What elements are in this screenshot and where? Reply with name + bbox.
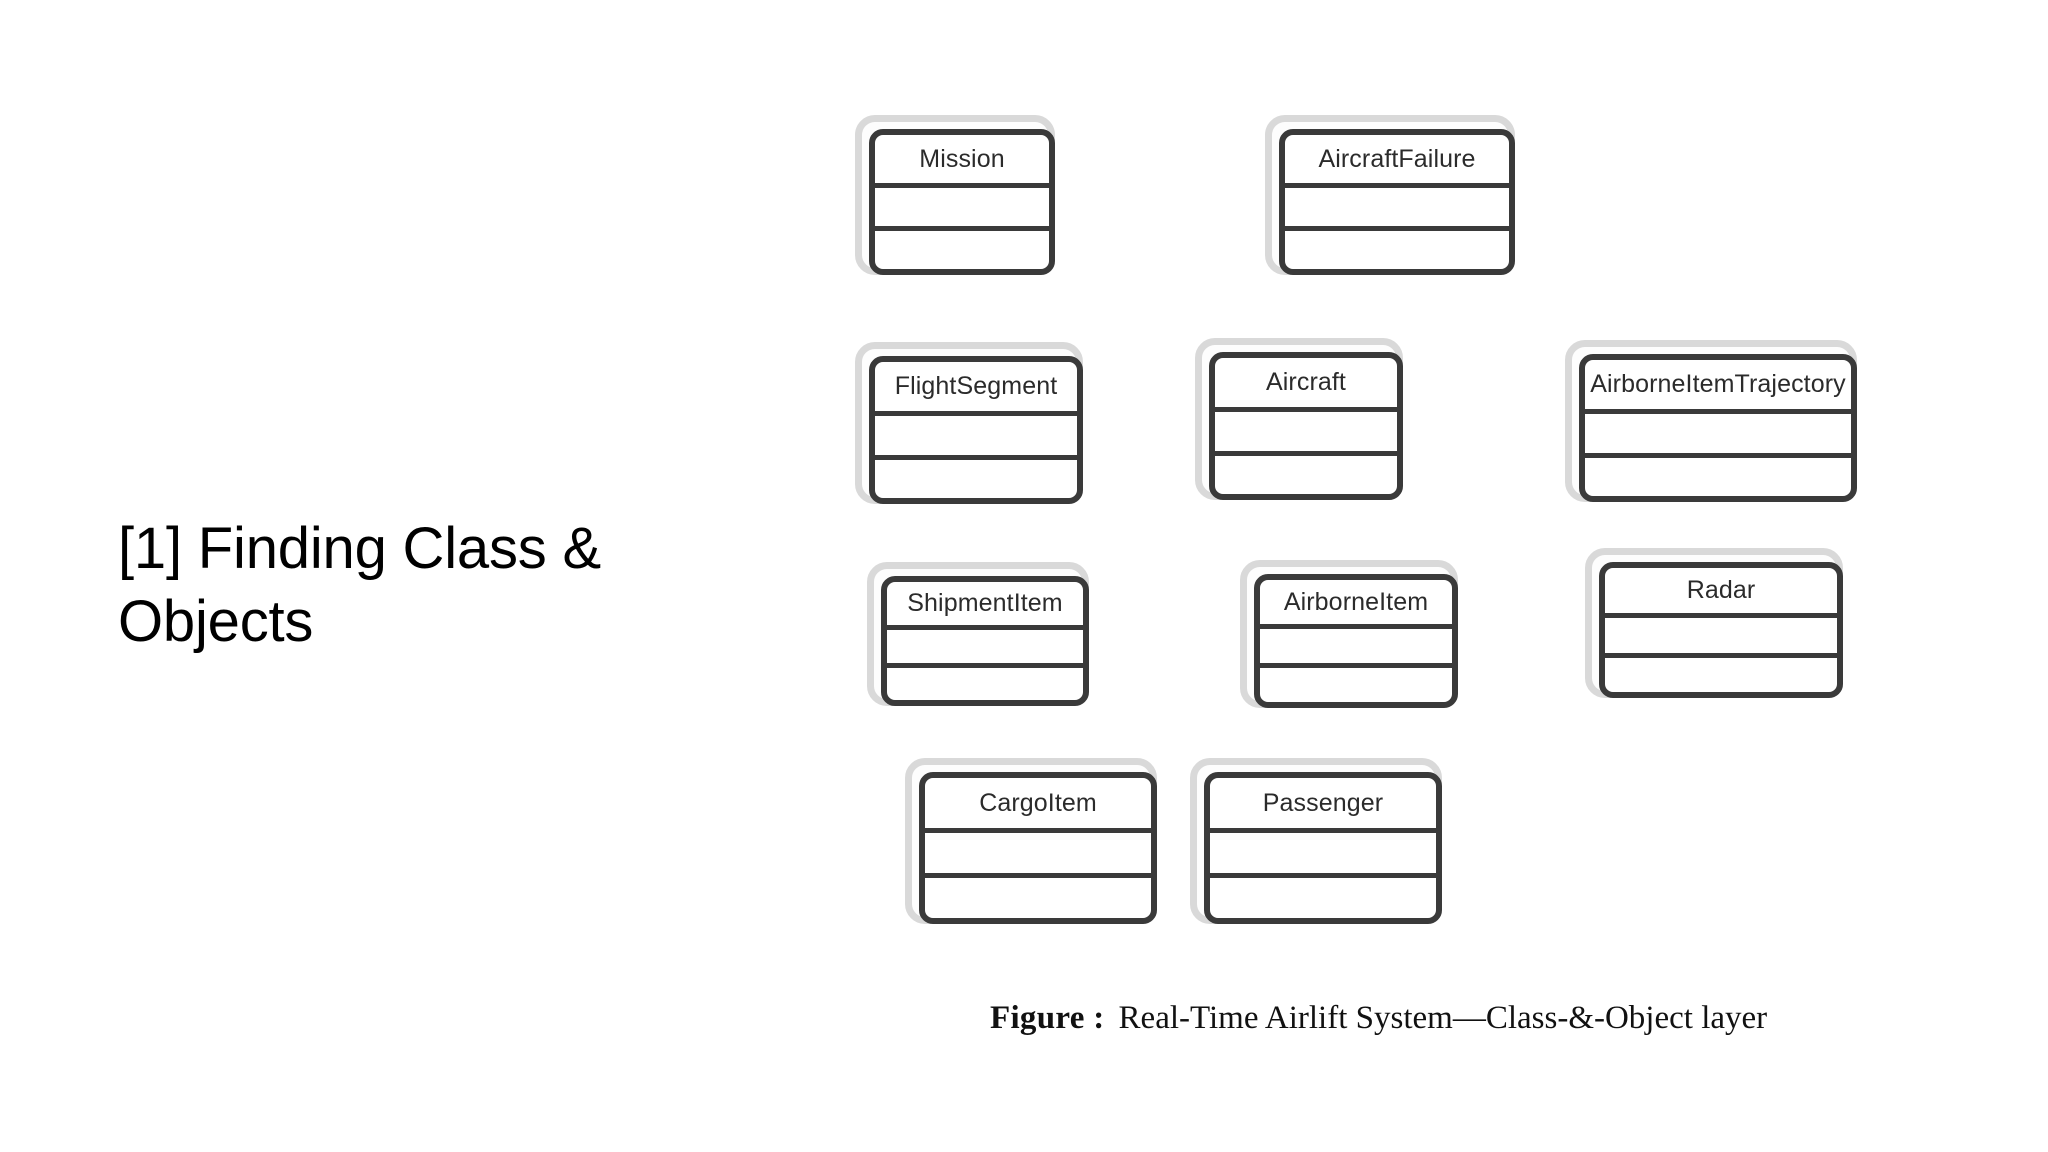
class-services-compartment — [1605, 658, 1837, 693]
class-attributes-compartment — [875, 188, 1049, 231]
figure-caption: Figure : Real-Time Airlift System—Class-&… — [990, 1000, 1767, 1037]
class-box-body: ShipmentItem — [881, 576, 1089, 706]
class-services-compartment — [1260, 668, 1452, 702]
class-box-passenger[interactable]: Passenger — [1190, 758, 1442, 924]
class-name: AirborneItem — [1260, 580, 1452, 629]
class-name: CargoItem — [925, 778, 1151, 833]
class-box-body: AirborneItemTrajectory — [1579, 354, 1857, 502]
class-name: AirborneItemTrajectory — [1585, 360, 1851, 414]
class-services-compartment — [925, 878, 1151, 918]
class-attributes-compartment — [875, 416, 1077, 460]
class-box-cargoitem[interactable]: CargoItem — [905, 758, 1157, 924]
class-name: FlightSegment — [875, 362, 1077, 416]
figure-caption-label: Figure : — [990, 1000, 1105, 1036]
class-attributes-compartment — [1215, 412, 1397, 456]
class-box-body: AircraftFailure — [1279, 129, 1515, 275]
class-services-compartment — [1215, 456, 1397, 495]
class-name: Passenger — [1210, 778, 1436, 833]
class-services-compartment — [887, 668, 1083, 701]
class-name: Aircraft — [1215, 358, 1397, 412]
class-attributes-compartment — [887, 630, 1083, 668]
class-box-body: AirborneItem — [1254, 574, 1458, 708]
class-name: Mission — [875, 135, 1049, 188]
class-name: ShipmentItem — [887, 582, 1083, 630]
class-services-compartment — [875, 231, 1049, 269]
class-box-body: Aircraft — [1209, 352, 1403, 500]
class-attributes-compartment — [925, 833, 1151, 878]
class-box-airborneitem[interactable]: AirborneItem — [1240, 560, 1458, 708]
class-box-aircraftfailure[interactable]: AircraftFailure — [1265, 115, 1515, 275]
class-box-body: Mission — [869, 129, 1055, 275]
class-services-compartment — [1210, 878, 1436, 918]
page-title: [1] Finding Class & Objects — [118, 512, 678, 658]
class-attributes-compartment — [1210, 833, 1436, 878]
class-name: AircraftFailure — [1285, 135, 1509, 188]
class-attributes-compartment — [1605, 618, 1837, 658]
class-box-body: CargoItem — [919, 772, 1157, 924]
class-attributes-compartment — [1585, 414, 1851, 458]
class-box-body: Radar — [1599, 562, 1843, 698]
class-attributes-compartment — [1260, 629, 1452, 668]
page-title-line-1: [1] Finding Class & — [118, 516, 601, 581]
class-box-aircraft[interactable]: Aircraft — [1195, 338, 1403, 500]
page-title-line-2: Objects — [118, 589, 314, 655]
class-box-body: Passenger — [1204, 772, 1442, 924]
class-box-airborneitemtrajectory[interactable]: AirborneItemTrajectory — [1565, 340, 1857, 502]
class-services-compartment — [1285, 231, 1509, 269]
figure-caption-text: Real-Time Airlift System—Class-&-Object … — [1118, 1000, 1768, 1036]
class-box-radar[interactable]: Radar — [1585, 548, 1843, 698]
class-services-compartment — [875, 460, 1077, 499]
class-box-mission[interactable]: Mission — [855, 115, 1055, 275]
class-box-body: FlightSegment — [869, 356, 1083, 504]
class-name: Radar — [1605, 568, 1837, 618]
class-box-flightsegment[interactable]: FlightSegment — [855, 342, 1083, 504]
class-services-compartment — [1585, 458, 1851, 497]
class-box-shipmentitem[interactable]: ShipmentItem — [867, 562, 1089, 706]
class-attributes-compartment — [1285, 188, 1509, 231]
